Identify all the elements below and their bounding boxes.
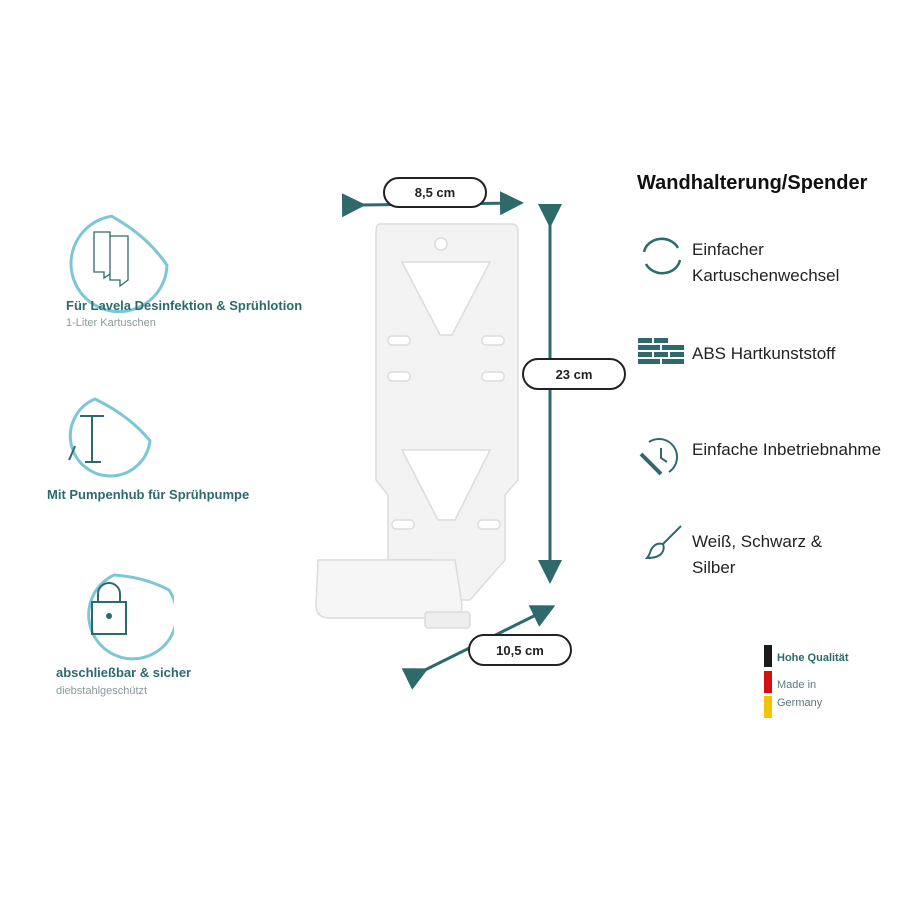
height-label: 23 cm xyxy=(522,358,626,390)
page-title: Wandhalterung/Spender xyxy=(637,172,868,194)
flag-red-stripe xyxy=(764,671,772,693)
padlock-icon xyxy=(87,573,174,661)
badge-germany: Germany xyxy=(777,697,823,709)
feature-pump-title: Mit Pumpenhub für Sprühpumpe xyxy=(47,487,250,502)
refresh-icon xyxy=(642,237,682,275)
clock-wrench-icon xyxy=(639,437,678,476)
feature-refresh-line2: Kartuschenwechsel xyxy=(692,266,840,285)
feature-cartridges-subtitle: 1-Liter Kartuschen xyxy=(66,317,156,329)
feature-lock-subtitle: diebstahlgeschützt xyxy=(56,685,148,697)
feature-lock-title: abschließbar & sicher xyxy=(56,665,192,680)
brick-wall-icon xyxy=(638,338,684,364)
feature-cartridges-title: Für Lavela Desinfektion & Sprühlotion xyxy=(66,298,303,313)
feature-refresh-line1: Einfacher xyxy=(692,240,764,259)
pump-icon xyxy=(68,397,152,478)
paintbrush-icon xyxy=(645,525,682,560)
feature-material-text: ABS Hartkunststoff xyxy=(692,344,836,363)
width-label: 8,5 cm xyxy=(383,177,487,208)
feature-refresh-text: Einfacher Kartuschenwechsel xyxy=(692,237,839,289)
flag-gold-stripe xyxy=(764,696,772,718)
badge-quality: Hohe Qualität xyxy=(777,652,849,664)
feature-colors-line2: Silber xyxy=(692,558,736,577)
depth-label: 10,5 cm xyxy=(468,634,572,666)
flag-black-stripe xyxy=(764,645,772,667)
feature-setup-text: Einfache Inbetriebnahme xyxy=(692,440,882,459)
feature-colors-line1: Weiß, Schwarz & xyxy=(692,532,823,551)
cartridges-icon xyxy=(69,214,169,314)
wall-bracket xyxy=(315,223,519,629)
feature-colors-text: Weiß, Schwarz & Silber xyxy=(692,529,822,581)
badge-made-in: Made in xyxy=(777,679,817,691)
